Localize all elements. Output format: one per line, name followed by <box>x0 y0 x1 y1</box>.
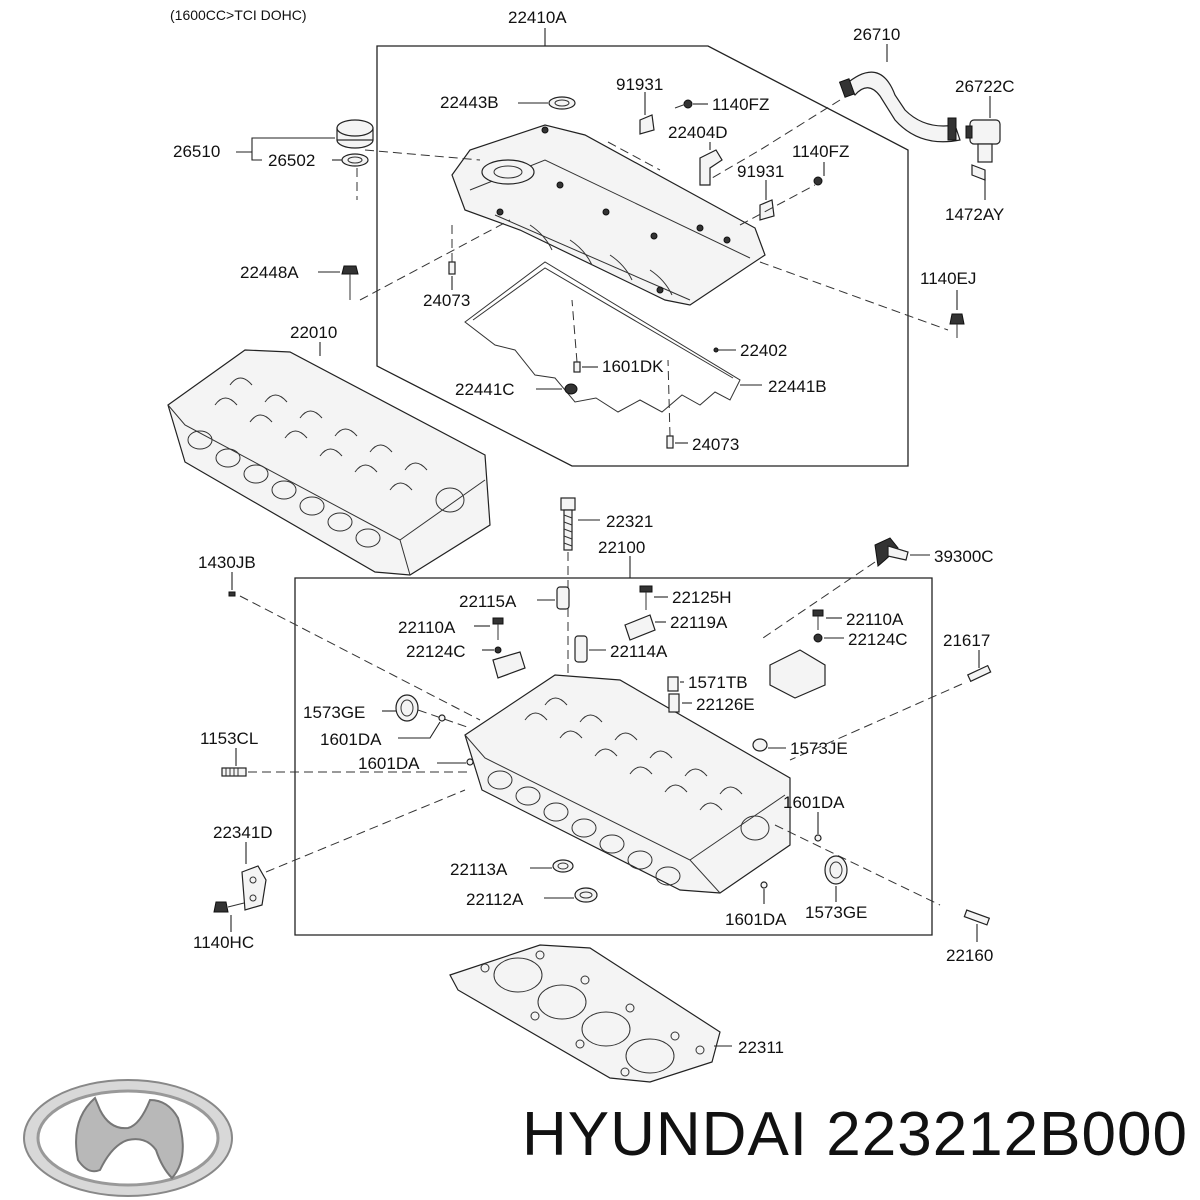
label-91931-top: 91931 <box>616 75 663 94</box>
valve-guide <box>574 635 588 663</box>
clip-right <box>759 199 775 221</box>
breather-hose <box>838 71 961 143</box>
label-22010: 22010 <box>290 323 337 342</box>
cover-dowel-bottom <box>666 435 674 449</box>
label-22402: 22402 <box>740 341 787 360</box>
cam-cap-bolt-right <box>812 609 824 630</box>
valve-seal <box>574 887 598 903</box>
label-22448A: 22448A <box>240 263 299 282</box>
breather-pipe <box>699 149 723 186</box>
label-22321: 22321 <box>606 512 653 531</box>
label-22125H: 22125H <box>672 588 732 607</box>
sensor <box>874 537 909 567</box>
label-1601DA-1: 1601DA <box>320 730 382 749</box>
label-22114A: 22114A <box>610 642 668 661</box>
label-1601DK: 1601DK <box>602 357 664 376</box>
stud-right <box>966 664 992 683</box>
lifter-guide <box>556 586 570 610</box>
label-22110A-right: 22110A <box>846 610 904 629</box>
label-91931-right: 91931 <box>737 162 784 181</box>
label-1573GE-left: 1573GE <box>303 703 365 722</box>
cam-cap-right <box>769 649 826 699</box>
label-1140EJ: 1140EJ <box>920 269 976 288</box>
label-1601DA-2: 1601DA <box>358 754 420 773</box>
seal-cap-left <box>395 694 419 722</box>
cam-cap-left <box>492 651 526 679</box>
label-1571TB: 1571TB <box>688 673 748 692</box>
seal-cap-right <box>824 855 848 885</box>
brand-caption: HYUNDAI 223212B000 <box>522 1100 1188 1169</box>
label-1153CL: 1153CL <box>200 729 258 748</box>
cover-dowel-top <box>448 261 456 275</box>
label-1472AY: 1472AY <box>945 205 1004 224</box>
hyundai-logo <box>23 1079 233 1197</box>
bracket-bolt <box>213 901 245 913</box>
clip-top <box>639 114 655 135</box>
label-26710: 26710 <box>853 25 900 44</box>
label-26502: 26502 <box>268 151 315 170</box>
label-24073-bottom: 24073 <box>692 435 739 454</box>
valve-spring-seat <box>552 859 574 873</box>
label-22113A: 22113A <box>450 860 508 879</box>
label-1140FZ-right: 1140FZ <box>792 142 849 161</box>
label-1140HC: 1140HC <box>193 933 254 952</box>
label-22441C: 22441C <box>455 380 515 399</box>
valve-cover <box>451 124 766 306</box>
label-22100: 22100 <box>598 538 645 557</box>
label-21617: 21617 <box>943 631 990 650</box>
label-22110A-left: 22110A <box>398 618 456 637</box>
dowel-pin-left <box>228 591 236 597</box>
label-24073-top: 24073 <box>423 291 470 310</box>
valve-guide-b <box>668 693 680 713</box>
label-1140FZ-top: 1140FZ <box>712 95 769 114</box>
label-22124C-left: 22124C <box>406 642 466 661</box>
label-22443B: 22443B <box>440 93 499 112</box>
label-22410A: 22410A <box>508 8 567 27</box>
label-1601DA-4: 1601DA <box>725 910 787 929</box>
head-gasket <box>449 944 721 1083</box>
label-22115A: 22115A <box>459 592 517 611</box>
label-26510: 26510 <box>173 142 220 161</box>
label-22341D: 22341D <box>213 823 273 842</box>
label-22160: 22160 <box>946 946 993 965</box>
plug-tb <box>667 676 679 692</box>
cam-cap-mid <box>624 614 656 641</box>
label-1573GE-right: 1573GE <box>805 903 867 922</box>
head-group-frame <box>294 577 933 936</box>
head-bolt <box>560 497 576 551</box>
cylinder-head-assembly <box>167 349 491 576</box>
header-note: (1600CC>TCI DOHC) <box>170 7 307 23</box>
label-22311: 22311 <box>738 1038 784 1057</box>
label-39300C: 39300C <box>934 547 994 566</box>
cam-cap-bolt-left <box>492 617 504 640</box>
cover-nut <box>949 313 965 338</box>
plug-je <box>752 738 768 752</box>
oil-filler-cap <box>336 119 374 167</box>
stud-rear <box>963 909 991 926</box>
plug-seal <box>564 383 578 395</box>
pcv-valve <box>965 119 1001 163</box>
label-22112A: 22112A <box>466 890 524 909</box>
stud-left <box>221 767 247 777</box>
cam-cap-bolt-mid <box>639 585 653 610</box>
cover-bolt <box>341 265 359 300</box>
label-22119A: 22119A <box>670 613 728 632</box>
label-22124C-right: 22124C <box>848 630 908 649</box>
cylinder-head <box>464 674 791 894</box>
label-22126E: 22126E <box>696 695 755 714</box>
cover-group-frame <box>376 45 909 467</box>
label-22404D: 22404D <box>668 123 728 142</box>
label-22441B: 22441B <box>768 377 827 396</box>
label-1430JB: 1430JB <box>198 553 256 572</box>
label-26722C: 26722C <box>955 77 1015 96</box>
label-1573JE: 1573JE <box>790 739 848 758</box>
label-1601DA-3: 1601DA <box>783 793 845 812</box>
plug-dk <box>573 361 581 373</box>
bracket <box>241 865 267 911</box>
cap-seal <box>548 96 576 110</box>
cover-gasket <box>464 261 741 413</box>
